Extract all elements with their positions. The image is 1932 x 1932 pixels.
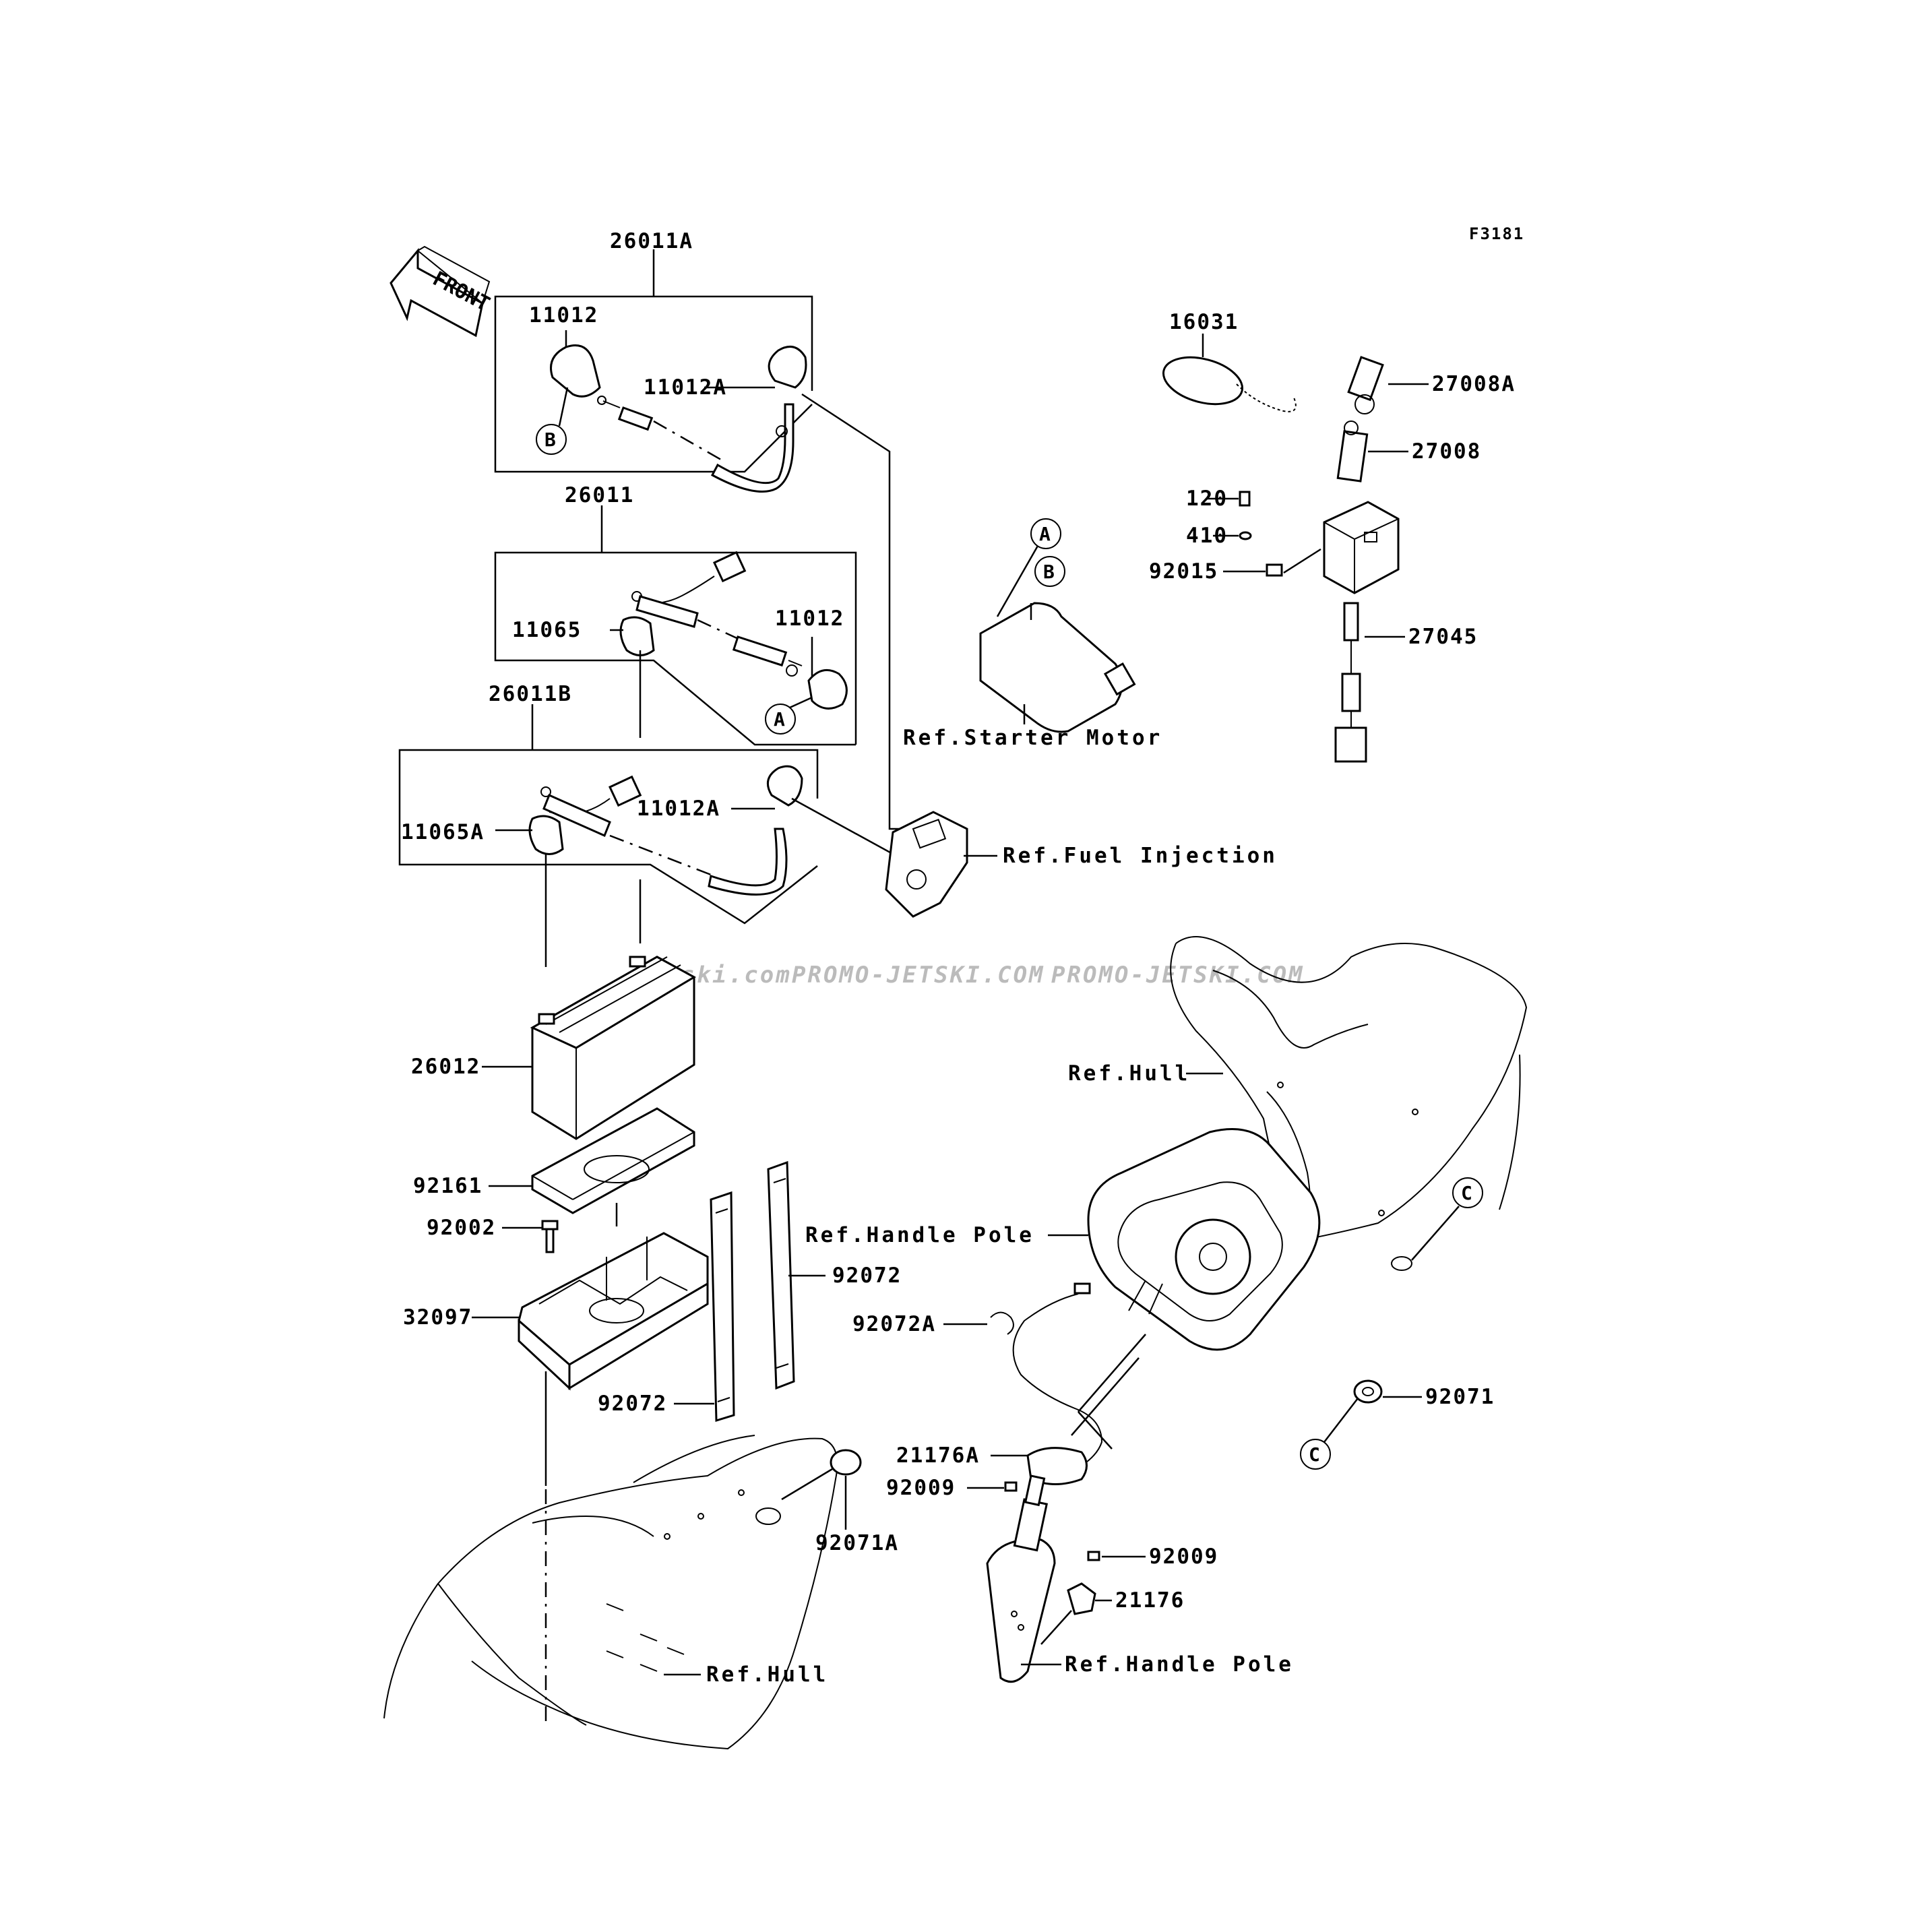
switch-27045: 27045 [1323, 501, 1478, 763]
screw-120: 120 [1186, 487, 1251, 511]
marker-b-top [536, 424, 567, 455]
terminal-boot-11012-mid [807, 668, 848, 710]
label-120: 120 [1186, 487, 1228, 511]
group-26011A: B 26011A 11012 11012A [494, 229, 903, 830]
marker-c-bottom [1300, 1439, 1331, 1470]
handle-pole-plate: Ref.Handle Pole [805, 1128, 1321, 1412]
svg-text:C: C [1461, 1182, 1472, 1204]
label-11012-top: 11012 [529, 303, 598, 328]
terminal-boot-11065A [528, 815, 564, 855]
strap-92072-left [710, 1191, 735, 1423]
lanyard-16031: 16031 [1162, 310, 1297, 412]
label-92009-a: 92009 [886, 1476, 956, 1500]
key-27008A: 27008A [1347, 356, 1516, 414]
label-16031: 16031 [1169, 310, 1239, 334]
label-26011: 26011 [565, 483, 634, 507]
hull-upper: Ref.Hull C [1068, 936, 1528, 1271]
terminal-boot-11065 [619, 616, 655, 656]
front-arrow-icon: FRONT [389, 245, 493, 338]
battery-case-32097: 32097 [403, 1232, 709, 1391]
svg-text:B: B [1043, 561, 1055, 583]
label-11012-mid: 11012 [775, 606, 844, 631]
svg-text:B: B [544, 429, 556, 451]
washer-410: 410 [1186, 524, 1252, 548]
straps-92072: 92072 92072 [598, 1160, 902, 1423]
group-26011: A 26011 11065 11012 [494, 483, 857, 746]
label-92002: 92002 [427, 1216, 496, 1240]
label-26011A: 26011A [610, 229, 693, 253]
diagram-code: F3181 [1469, 224, 1524, 243]
marker-c-hull [1452, 1177, 1483, 1208]
clamp-21176 [1067, 1582, 1096, 1615]
strap-92072-right [767, 1160, 795, 1390]
group-26011B: 26011B 11065A 11012A [398, 682, 897, 925]
label-11012A-bot: 11012A [637, 797, 720, 821]
label-92071A: 92071A [815, 1531, 899, 1555]
starter-motor: A B Ref.Starter Motor [903, 518, 1162, 750]
label-92015: 92015 [1149, 559, 1218, 584]
bolt-92002: 92002 [427, 1216, 559, 1253]
label-410: 410 [1186, 524, 1228, 548]
label-92009-b: 92009 [1149, 1545, 1218, 1569]
terminal-boot-11012A-bot [766, 765, 803, 807]
bracket-21176A [1026, 1447, 1088, 1485]
label-92072A: 92072A [852, 1312, 936, 1336]
label-27008A: 27008A [1432, 372, 1516, 396]
key-27008: 27008 [1336, 420, 1481, 482]
label-11012A-top: 11012A [644, 375, 727, 400]
fuel-injection: Ref.Fuel Injection [885, 811, 1278, 918]
ref-hull-lower: Ref.Hull [706, 1662, 828, 1687]
watermark-text-2: PROMO-JETSKI.COM [792, 962, 1045, 989]
label-92072-right: 92072 [832, 1264, 902, 1288]
label-11065: 11065 [512, 618, 582, 642]
marker-a-mid [765, 704, 796, 735]
label-26012: 26012 [411, 1055, 480, 1079]
watermark-text-3: PROMO-JETSKI.COM [1051, 962, 1305, 989]
label-11065A: 11065A [401, 820, 485, 844]
terminal-boot-11012A-top [768, 345, 807, 389]
connector-26011B [609, 775, 642, 807]
svg-text:C: C [1309, 1443, 1320, 1466]
ref-fuel-injection: Ref.Fuel Injection [1003, 844, 1278, 868]
battery-cable-26011B [708, 828, 788, 896]
battery-cable-26011A [710, 403, 794, 493]
label-27008: 27008 [1412, 439, 1481, 464]
svg-text:A: A [774, 708, 785, 730]
ref-handle-pole-upper: Ref.Handle Pole [805, 1223, 1034, 1247]
marker-a-starter [1030, 518, 1061, 549]
label-26011B: 26011B [489, 682, 572, 706]
watermark: jetski.com PROMO-JETSKI.COM PROMO-JETSKI… [632, 962, 1305, 989]
label-92072-bot: 92072 [598, 1392, 667, 1416]
label-92161: 92161 [413, 1174, 482, 1198]
ref-hull-upper: Ref.Hull [1068, 1061, 1190, 1086]
label-21176A: 21176A [896, 1443, 980, 1468]
grommet-92071: 92071 C [1300, 1379, 1495, 1470]
svg-text:A: A [1039, 523, 1051, 545]
terminal-boot-11012 [550, 344, 601, 398]
ref-starter-motor: Ref.Starter Motor [903, 726, 1162, 750]
marker-b-starter [1034, 556, 1065, 587]
connector-26011 [713, 551, 747, 583]
label-27045: 27045 [1408, 625, 1478, 649]
label-21176: 21176 [1115, 1588, 1185, 1613]
handle-pole-lower: Ref.Handle Pole 92009 21176 [986, 1357, 1294, 1683]
battery-tray-92161: 92161 [413, 1107, 695, 1226]
label-92071: 92071 [1425, 1385, 1495, 1409]
label-32097: 32097 [403, 1305, 472, 1330]
hull-lower: 92071A Ref.Hull [383, 1435, 899, 1750]
ref-handle-pole-lower: Ref.Handle Pole [1065, 1652, 1294, 1677]
nut-92015: 92015 [1149, 548, 1321, 584]
wire-harness-92072A: 92072A 21176A 92009 [852, 1282, 1103, 1500]
grommet-92071A [830, 1449, 862, 1476]
battery-26012: 26012 [411, 956, 697, 1140]
lanyard-float [1162, 356, 1244, 406]
